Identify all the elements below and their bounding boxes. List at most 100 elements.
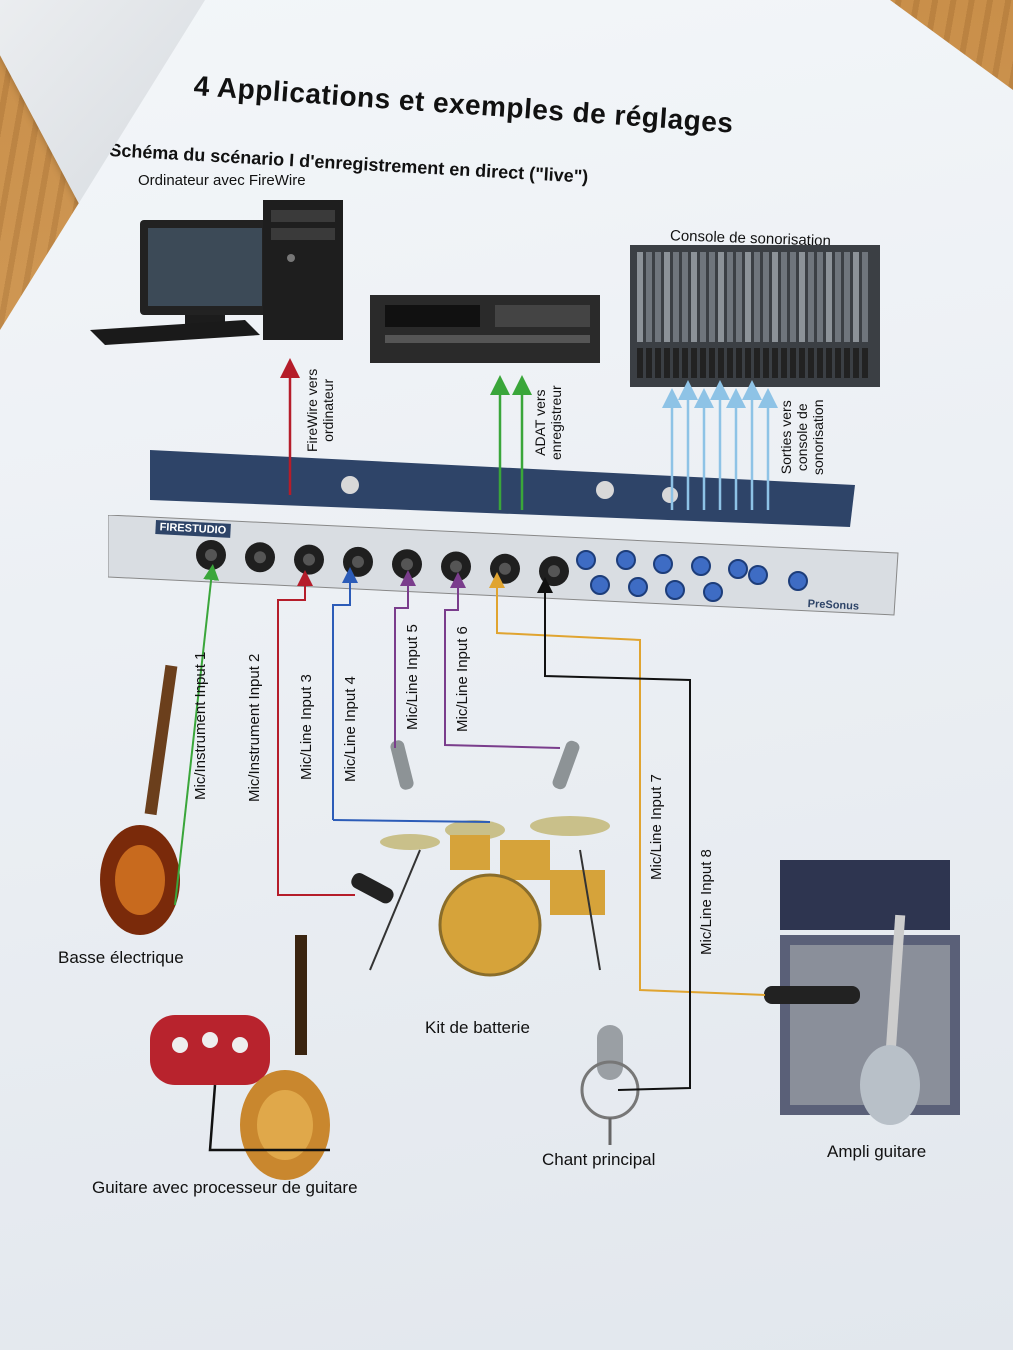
cable-line — [332, 567, 358, 820]
kick-mic-icon — [351, 873, 394, 904]
mixer-fader — [808, 348, 814, 378]
mixer-strip — [781, 252, 787, 342]
cable-line — [537, 577, 691, 1091]
cable-line — [332, 819, 491, 823]
mixer-strip — [862, 252, 868, 342]
mixer-fader — [655, 348, 661, 378]
mixer-fader — [691, 348, 697, 378]
mixer-fader — [826, 348, 832, 378]
mixer-fader — [718, 348, 724, 378]
mixer-strip — [835, 252, 841, 342]
mixer-strip — [655, 252, 661, 342]
mixer-fader — [736, 348, 742, 378]
input-4-label: Mic/Line Input 4 — [342, 676, 359, 782]
front-panel-illustration — [108, 515, 899, 616]
amp-mic-icon — [764, 986, 860, 1004]
mixer-strip — [790, 252, 796, 342]
mixer-fader — [754, 348, 760, 378]
mixer-fader — [844, 348, 850, 378]
bass-guitar-illustration — [100, 664, 180, 935]
input-3-label: Mic/Line Input 3 — [298, 674, 315, 780]
mixer-fader — [790, 348, 796, 378]
vocals-label: Chant principal — [542, 1150, 656, 1169]
mixer-fader — [772, 348, 778, 378]
bass-label: Basse électrique — [58, 948, 184, 967]
input-7-label: Mic/Line Input 7 — [648, 774, 665, 880]
gain-knob — [691, 556, 711, 576]
mixer-fader — [835, 348, 841, 378]
gain-knob — [576, 550, 596, 570]
mixer-fader — [700, 348, 706, 378]
mixer-fader — [763, 348, 769, 378]
gain-knob — [728, 559, 748, 579]
mixer-fader — [709, 348, 715, 378]
mixer-strip — [844, 252, 850, 342]
mixer-strip — [772, 252, 778, 342]
computer-label: Ordinateur avec FireWire — [138, 172, 306, 189]
mixer-strip — [664, 252, 670, 342]
mixer-fader — [682, 348, 688, 378]
cable-line — [208, 1084, 330, 1152]
input-8-label: Mic/Line Input 8 — [698, 849, 715, 955]
computer-illustration — [90, 200, 343, 345]
mixer-strip — [763, 252, 769, 342]
guitar-processor-label: Guitare avec processeur de guitare — [92, 1178, 358, 1197]
recorder-illustration — [370, 295, 600, 363]
cable-line — [174, 564, 220, 906]
gain-knob — [703, 582, 723, 602]
cable-line — [277, 570, 355, 896]
cable-line — [489, 572, 766, 996]
gain-knob — [628, 577, 648, 597]
gain-knob — [665, 580, 685, 600]
mixer-strip — [718, 252, 724, 342]
mixer-fader — [781, 348, 787, 378]
mixer-strip — [745, 252, 751, 342]
mixer-strip — [853, 252, 859, 342]
guitar-processor-illustration — [150, 935, 330, 1180]
mixer-fader — [727, 348, 733, 378]
mixer-strip — [691, 252, 697, 342]
gain-knob — [616, 550, 636, 570]
mixer-fader — [646, 348, 652, 378]
mixer-fader — [799, 348, 805, 378]
mixer-strip — [637, 252, 643, 342]
gain-knob — [788, 571, 808, 591]
mixer-strip — [682, 252, 688, 342]
mixer-strip — [700, 252, 706, 342]
mixer-illustration — [630, 245, 880, 387]
cable-line — [394, 570, 416, 748]
mixer-strip — [709, 252, 715, 342]
input-1-label: Mic/Instrument Input 1 — [192, 651, 209, 800]
cable-line — [444, 572, 561, 749]
mixer-strip — [826, 252, 832, 342]
gain-knob — [590, 575, 610, 595]
mixer-fader — [664, 348, 670, 378]
mixer-strip — [754, 252, 760, 342]
input-2-label: Mic/Instrument Input 2 — [246, 653, 263, 802]
gain-knob — [653, 554, 673, 574]
mixer-strip — [808, 252, 814, 342]
mixer-strip — [673, 252, 679, 342]
mixer-fader — [817, 348, 823, 378]
input-6-label: Mic/Line Input 6 — [454, 626, 471, 732]
amp-label: Ampli guitare — [827, 1142, 927, 1161]
mixer-strip — [736, 252, 742, 342]
overhead-mic-right-icon — [552, 740, 580, 790]
mixer-strip — [646, 252, 652, 342]
mixer-fader — [853, 348, 859, 378]
mixer-strip — [727, 252, 733, 342]
mixer-fader — [673, 348, 679, 378]
overhead-mic-left-icon — [390, 740, 414, 790]
input-5-label: Mic/Line Input 5 — [404, 624, 421, 730]
guitar-amp-illustration — [780, 860, 960, 1125]
mixer-fader — [745, 348, 751, 378]
mixer-strip — [799, 252, 805, 342]
drum-kit-illustration — [369, 816, 610, 977]
mixer-strip — [817, 252, 823, 342]
mixer-fader — [862, 348, 868, 378]
